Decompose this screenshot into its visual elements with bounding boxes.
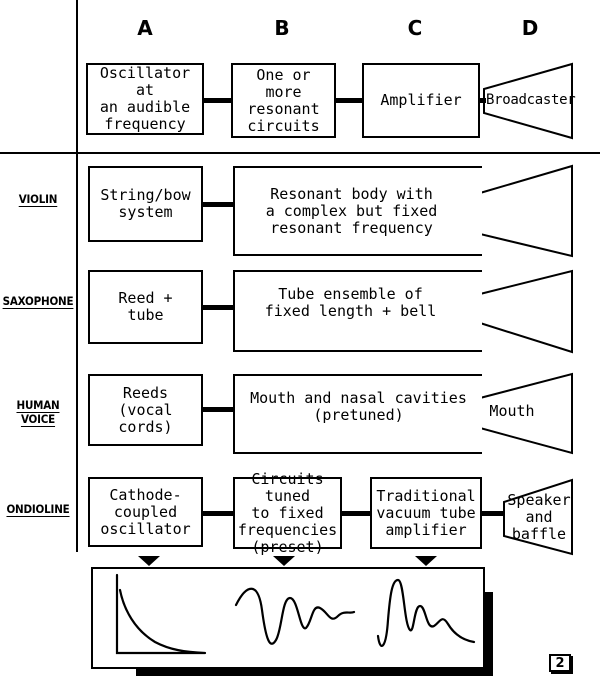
horizontal-divider-line	[0, 152, 600, 154]
tuned-circuits-box: Circuits tuned to fixed frequencies (pre…	[233, 470, 342, 555]
arrow-down-icon	[415, 556, 437, 566]
mouth-label: Mouth	[489, 402, 535, 420]
saxophone-flare-shape	[479, 269, 573, 354]
arrow-down-icon	[138, 556, 160, 566]
row-label-saxophone: SAXOPHONE	[2, 294, 74, 308]
column-header-c: C	[407, 16, 423, 40]
saxophone-resonator-box: Tube ensemble of fixed length + bell	[233, 270, 482, 352]
page-number-badge: 2	[549, 654, 571, 672]
connector-line	[482, 511, 504, 516]
broadcaster-label: Broadcaster	[486, 92, 576, 108]
connector-line	[203, 511, 233, 516]
arrow-down-icon	[273, 556, 295, 566]
damped-oscillation-waveform-icon	[234, 587, 356, 645]
vertical-divider-line	[76, 0, 78, 552]
row-label-human-voice: HUMAN VOICE	[16, 398, 60, 426]
resonant-circuits-box: One or more resonant circuits	[231, 63, 336, 138]
amplifier-box: Amplifier	[362, 63, 480, 138]
violin-resonator-box: Resonant body with a complex but fixed r…	[233, 166, 482, 256]
voice-oscillator-box: Reeds (vocal cords)	[88, 374, 203, 446]
broadcaster-horn-shape	[483, 62, 573, 140]
violin-oscillator-box: String/bow system	[88, 166, 203, 242]
decay-waveform-icon	[115, 573, 207, 655]
column-header-a: A	[137, 16, 153, 40]
connector-line	[204, 98, 231, 103]
connector-line	[336, 98, 362, 103]
connector-line	[342, 511, 370, 516]
cathode-oscillator-box: Cathode- coupled oscillator	[88, 477, 203, 547]
violin-flare-shape	[479, 164, 573, 258]
connector-line	[203, 407, 233, 412]
row-label-ondioline: ONDIOLINE	[6, 502, 70, 516]
speaker-label: Speaker and baffle	[507, 491, 571, 543]
connector-line	[203, 305, 233, 310]
saxophone-oscillator-box: Reed + tube	[88, 270, 203, 344]
speaker-shape	[503, 478, 573, 556]
vacuum-tube-amplifier-box: Traditional vacuum tube amplifier	[370, 477, 482, 549]
connector-line	[203, 202, 233, 207]
column-header-d: D	[521, 16, 539, 40]
oscillator-box: Oscillator at an audible frequency	[86, 63, 204, 135]
peak-waveform-icon	[376, 578, 476, 647]
connector-line	[480, 98, 486, 103]
voice-resonator-box: Mouth and nasal cavities (pretuned)	[233, 374, 482, 454]
column-header-b: B	[274, 16, 290, 40]
graph-panel	[91, 567, 485, 669]
page-number: 2	[555, 655, 565, 671]
row-label-violin: VIOLIN	[18, 192, 58, 206]
